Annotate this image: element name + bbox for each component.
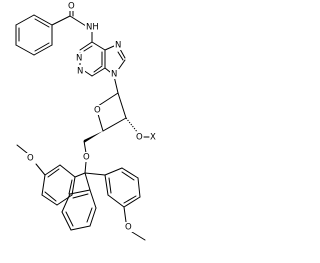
deoxyribose-ring [84,92,139,143]
ether-oxygen-label: O [83,153,90,163]
ether-linkage [83,140,87,174]
methoxyphenyl-ring-right [104,167,146,241]
methoxy-right-oxygen-label: O [125,223,132,233]
amide-nitrogen-label: NH [86,23,99,33]
atom-labels: O NH N N N N O O O X O O [26,1,156,233]
x-group-label: X [150,133,156,143]
purine-n9-label: N [111,70,117,80]
purine-n3-label: N [77,67,83,77]
phosphite-oxygen-label: O [136,133,143,143]
methoxyphenyl-ring-left [16,144,76,206]
purine-n7-label: N [115,41,121,51]
dmt-bz-deoxyadenosine-structure: O NH N N N N O O O X O O [15,1,156,241]
purine-n1-label: N [76,54,82,64]
ring-oxygen-label: O [94,106,101,116]
benzoyl-oxygen-label: O [68,2,75,12]
amide-linkage [51,8,93,43]
benzoyl-phenyl-ring [15,14,53,56]
phenyl-ring-bottom [61,189,97,231]
methoxy-left-oxygen-label: O [27,154,34,164]
trityl-core [74,172,106,191]
